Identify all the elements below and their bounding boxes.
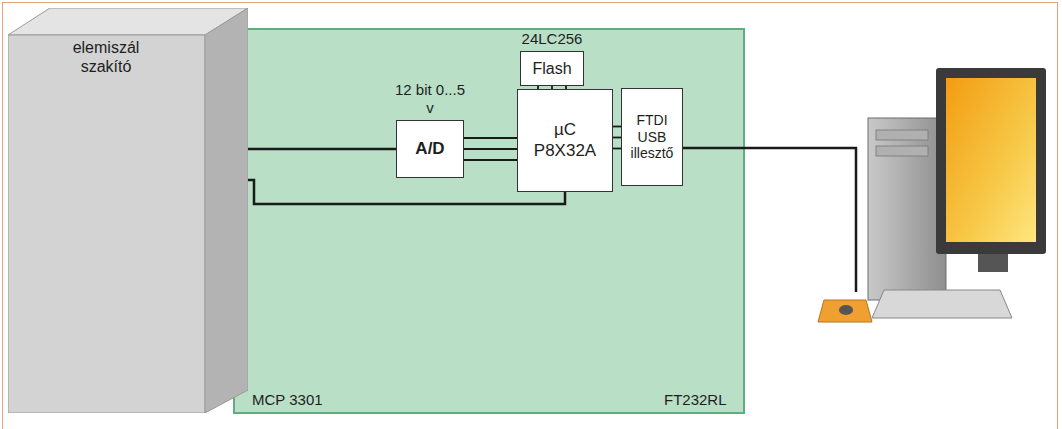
wire — [464, 159, 517, 161]
bus-connector — [248, 149, 396, 150]
box-text: µC P8X32A — [530, 120, 600, 161]
wire — [613, 126, 621, 128]
bus-connector — [613, 127, 621, 149]
chip-label: MCP 3301 — [252, 391, 323, 409]
drive-bay — [876, 146, 928, 156]
box-text: A/D — [415, 139, 444, 159]
housing-face — [205, 8, 248, 413]
box-text: Flash — [532, 59, 571, 78]
tensile-tester: elemiszál szakító — [8, 8, 248, 413]
microcontroller-box: µC P8X32A — [517, 89, 613, 192]
flash-box: 24LC256Flash — [520, 51, 584, 86]
usb-cable — [682, 148, 856, 292]
drive-bay — [876, 130, 928, 140]
part-label: 12 bit 0...5 v — [392, 81, 468, 117]
pc-tower — [868, 118, 946, 300]
adc-box: 12 bit 0...5 vA/D — [396, 120, 464, 178]
usb-interface-box: FTDI USB illesztő — [621, 88, 683, 186]
monitor-stand — [978, 254, 1008, 272]
bus-connector — [464, 138, 517, 160]
mouse-pad — [818, 300, 872, 322]
chip-label: FT232RL — [664, 391, 727, 409]
housing-face — [8, 35, 205, 413]
circuit-panel — [233, 28, 745, 414]
wire — [248, 148, 396, 151]
wire — [613, 137, 621, 139]
monitor-frame — [936, 68, 1046, 254]
monitor-screen — [946, 78, 1036, 242]
keyboard — [872, 290, 1012, 318]
box-text: FTDI USB illesztő — [625, 112, 679, 162]
device-name: elemiszál szakító — [56, 38, 156, 76]
mouse — [839, 305, 853, 315]
wire — [464, 148, 517, 150]
part-label: 24LC256 — [514, 30, 590, 48]
wire — [613, 148, 621, 150]
wire — [464, 137, 517, 139]
